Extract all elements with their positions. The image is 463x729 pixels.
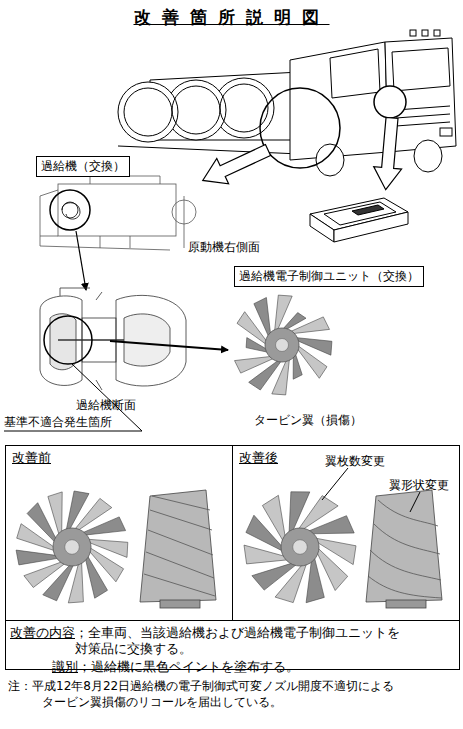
- note-text: 注：平成12年8月22日過給機の電子制御式可変ノズル開度不適切による タービン翼…: [8, 678, 458, 710]
- turbocharger-section: [40, 288, 186, 390]
- truck-illustration-part: [434, 30, 440, 36]
- ecu-module-part: [324, 202, 396, 225]
- turbocharger-section-part: [50, 314, 76, 370]
- turbine-blade: [87, 539, 128, 557]
- comparison-cell: 改善後 翼枚数変更翼形状変更: [232, 445, 460, 621]
- turbocharger-section-part: [116, 295, 186, 386]
- truck-illustration-part: [396, 122, 450, 126]
- turbine-side-view: [140, 490, 442, 608]
- truck-illustration-part: [396, 114, 450, 118]
- content-cell: 改善の内容；全車両、当該過給機および過給機電子制御ユニットを 対策品に交換する。…: [5, 620, 460, 670]
- truck-illustration-part-part: [197, 137, 274, 193]
- turbine-blade: [235, 356, 275, 373]
- cell-heading: 改善前: [12, 450, 51, 465]
- pointer-arrow: [76, 231, 86, 290]
- turbine-hub: [293, 540, 308, 555]
- truck-illustration-part: [124, 88, 172, 136]
- turbine-side-view-part: [140, 490, 216, 602]
- turbine-hub: [276, 339, 289, 352]
- turbine-blade: [262, 495, 285, 542]
- pointer-arrow: [110, 341, 228, 350]
- turbine-blade: [252, 563, 298, 591]
- part-label-box: 過給機電子制御ユニット（交換）: [234, 266, 424, 287]
- callout-label: 翼枚数変更: [325, 454, 385, 469]
- part-label-box: 過給機（交換）: [36, 156, 130, 177]
- turbine-wheel: [244, 492, 356, 603]
- turbine-side-view-part: [386, 600, 426, 608]
- turbine-blade: [85, 555, 107, 598]
- ecu-module: [310, 198, 408, 242]
- turbocharger-section-part: [44, 316, 92, 364]
- turbine-hub: [65, 540, 80, 555]
- turbine-side-view-part: [368, 500, 442, 598]
- turbocharger-section-part: [124, 314, 170, 366]
- turbine-side-view-part: [366, 490, 442, 602]
- part-label: 過給機（交換）: [41, 159, 125, 174]
- truck-illustration-part: [392, 48, 450, 91]
- truck-illustration-part: [422, 30, 428, 36]
- leader-line-part: [322, 468, 348, 500]
- heading-label: 改善の内容: [10, 625, 75, 641]
- turbine-photos: [16, 295, 356, 603]
- truck-illustration-part: [260, 88, 340, 168]
- part-label: 過給機電子制御ユニット（交換）: [239, 269, 419, 284]
- content-row: 改善の内容；全車両、当該過給機および過給機電子制御ユニットを 対策品に交換する。: [10, 625, 459, 657]
- leader-line: [4, 364, 142, 431]
- turbocharger-section-part: [60, 288, 102, 390]
- turbine-blade: [48, 492, 62, 536]
- truck-illustration-part: [374, 86, 406, 118]
- engine-sketch-part: [62, 203, 80, 219]
- turbine-side-view-part: [144, 496, 215, 596]
- ecu-module-part: [334, 212, 408, 242]
- turbine-side-view-part: [160, 600, 200, 608]
- turbine-hub: [281, 528, 319, 566]
- engine-sketch-part: [40, 190, 170, 250]
- turbine-hub: [53, 528, 91, 566]
- truck-illustration-part: [118, 146, 300, 154]
- engine-sketch: [40, 176, 196, 250]
- truck-illustration-part: [197, 137, 274, 193]
- callout-label: 翼形状変更: [389, 478, 449, 493]
- truck-illustration-part: [316, 144, 344, 176]
- ecu-module-part: [352, 205, 384, 215]
- turbine-blade: [290, 317, 330, 334]
- turbine-blade: [314, 538, 356, 565]
- truck-illustration-part: [330, 49, 380, 98]
- engine-sketch-part: [58, 184, 176, 236]
- turbine-blade: [24, 561, 66, 587]
- engine-sketch-part: [184, 196, 185, 248]
- turbine-hub: [265, 328, 299, 362]
- truck-illustration: [118, 30, 456, 193]
- engine-sketch-part: [100, 236, 130, 248]
- cell-heading: 改善後: [239, 450, 278, 465]
- caption-label: 過給機断面: [76, 398, 136, 413]
- turbine-blade: [254, 298, 271, 338]
- turbine-wheel: [16, 491, 128, 603]
- truck-illustration-part: [410, 30, 416, 36]
- turbine-blade: [307, 516, 354, 534]
- turbine-blade: [16, 550, 59, 565]
- engine-sketch-part: [50, 190, 90, 230]
- comparison-cell: 改善前: [5, 445, 233, 621]
- turbine-blade: [82, 517, 126, 535]
- body-text: ；過給機に黒色ペイントを塗布する。: [78, 659, 459, 675]
- turbine-blade: [295, 338, 332, 356]
- diagram-title: 改善箇所説明図: [0, 6, 463, 29]
- leader-line-part: [410, 492, 420, 512]
- truck-illustration-part: [372, 117, 406, 191]
- body-text: ；全車両、当該過給機および過給機電子制御ユニットを 対策品に交換する。: [75, 625, 459, 657]
- heading-label: 識別: [52, 659, 78, 675]
- truck-illustration-part: [172, 86, 220, 134]
- truck-illustration-part: [440, 128, 452, 136]
- caption-label: 原動機右側面: [188, 240, 260, 255]
- engine-sketch-part: [90, 176, 160, 184]
- content-row: 識別；過給機に黒色ペイントを塗布する。: [52, 659, 459, 675]
- truck-illustration-part: [118, 82, 178, 142]
- turbine-wheel: [235, 295, 332, 395]
- caption-label: タービン翼（損傷）: [254, 413, 362, 428]
- truck-illustration-part-part: [372, 117, 406, 191]
- truck-illustration-part: [414, 140, 442, 172]
- callout-label: 基準不適合発生箇所: [4, 415, 112, 430]
